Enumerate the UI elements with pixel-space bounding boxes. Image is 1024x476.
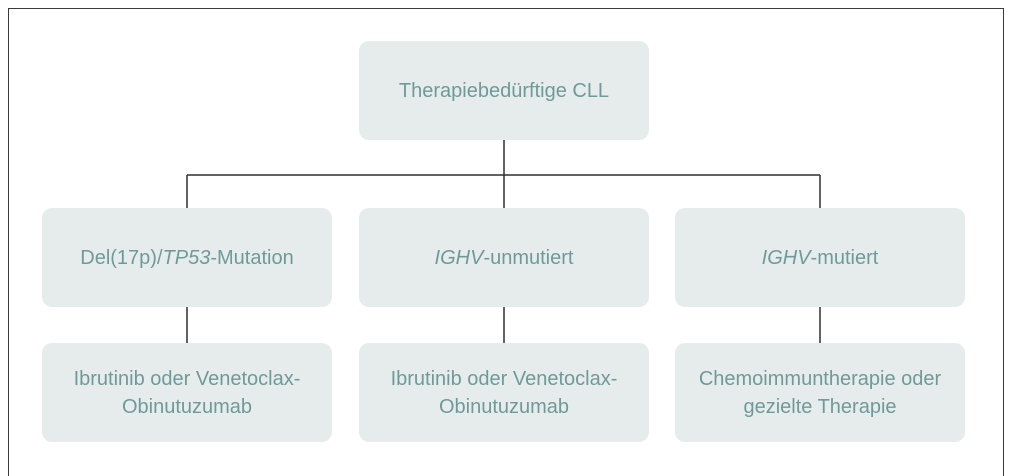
therapy-label: Ibrutinib oder Venetoclax-Obinutuzumab bbox=[390, 367, 618, 418]
root-label: Therapiebedürftige CLL bbox=[398, 79, 610, 102]
therapy-node-1: Ibrutinib oder Venetoclax-Obinutuzumab bbox=[42, 343, 332, 442]
condition-node-ighv-unmutiert: IGHV-unmutiert bbox=[359, 208, 649, 307]
therapy-label: Ibrutinib oder Venetoclax-Obinutuzumab bbox=[73, 367, 301, 418]
condition-label: Del(17p)/TP53-Mutation bbox=[80, 246, 294, 269]
therapy-node-2: Ibrutinib oder Venetoclax-Obinutuzumab bbox=[359, 343, 649, 442]
condition-node-del17p: Del(17p)/TP53-Mutation bbox=[42, 208, 332, 307]
root-node: Therapiebedürftige CLL bbox=[359, 41, 649, 140]
condition-label: IGHV-unmutiert bbox=[434, 246, 574, 269]
condition-node-ighv-mutiert: IGHV-mutiert bbox=[675, 208, 965, 307]
condition-label: IGHV-mutiert bbox=[761, 246, 879, 269]
diagram-frame bbox=[8, 8, 1004, 476]
